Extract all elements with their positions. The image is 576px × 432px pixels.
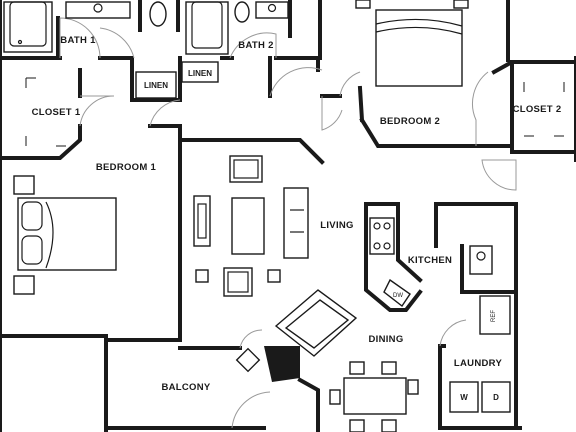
door-swings bbox=[59, 17, 517, 429]
structural-column bbox=[264, 346, 300, 382]
dryer-label: D bbox=[493, 393, 499, 402]
room-label-dining: DINING bbox=[368, 334, 403, 345]
linen-closet-2: LINEN bbox=[181, 61, 219, 83]
room-label-balcony: BALCONY bbox=[161, 382, 210, 393]
toilet-2 bbox=[234, 1, 250, 23]
closet-2-rod bbox=[523, 82, 565, 137]
dishwasher: DW bbox=[383, 278, 411, 308]
linen-2-label: LINEN bbox=[188, 69, 212, 78]
room-label-bedroom-2: BEDROOM 2 bbox=[380, 116, 440, 127]
linen-closet-1: LINEN bbox=[135, 71, 177, 99]
bed-1 bbox=[13, 175, 117, 295]
living-furniture bbox=[193, 155, 309, 297]
kitchen-sink bbox=[469, 245, 493, 275]
angled-cabinet bbox=[274, 289, 358, 357]
room-label-closet-2: CLOSET 2 bbox=[513, 104, 562, 115]
bed-2 bbox=[355, 0, 469, 87]
room-label-living: LIVING bbox=[320, 220, 353, 231]
room-label-bath-2: BATH 2 bbox=[238, 40, 273, 51]
sink-1 bbox=[65, 1, 131, 19]
bathtub-2 bbox=[185, 1, 229, 55]
washer-label: W bbox=[460, 393, 468, 402]
linen-1-label: LINEN bbox=[144, 81, 168, 90]
room-label-bath-1: BATH 1 bbox=[60, 35, 96, 46]
dishwasher-label: DW bbox=[393, 293, 403, 299]
dining-table bbox=[329, 361, 419, 432]
sink-2 bbox=[255, 1, 289, 19]
refrigerator: REF bbox=[479, 295, 511, 335]
room-label-laundry: LAUNDRY bbox=[454, 358, 503, 369]
toilet-1 bbox=[149, 1, 167, 27]
washer-dryer: W D bbox=[449, 381, 511, 413]
room-label-closet-1: CLOSET 1 bbox=[32, 107, 81, 118]
ref-label: REF bbox=[491, 310, 497, 322]
room-label-kitchen: KITCHEN bbox=[408, 255, 452, 266]
bathtub-1 bbox=[3, 1, 53, 53]
room-label-bedroom-1: BEDROOM 1 bbox=[96, 162, 157, 173]
stove bbox=[369, 217, 395, 255]
closet-1-rod bbox=[25, 77, 66, 147]
balcony-plant bbox=[235, 347, 261, 373]
